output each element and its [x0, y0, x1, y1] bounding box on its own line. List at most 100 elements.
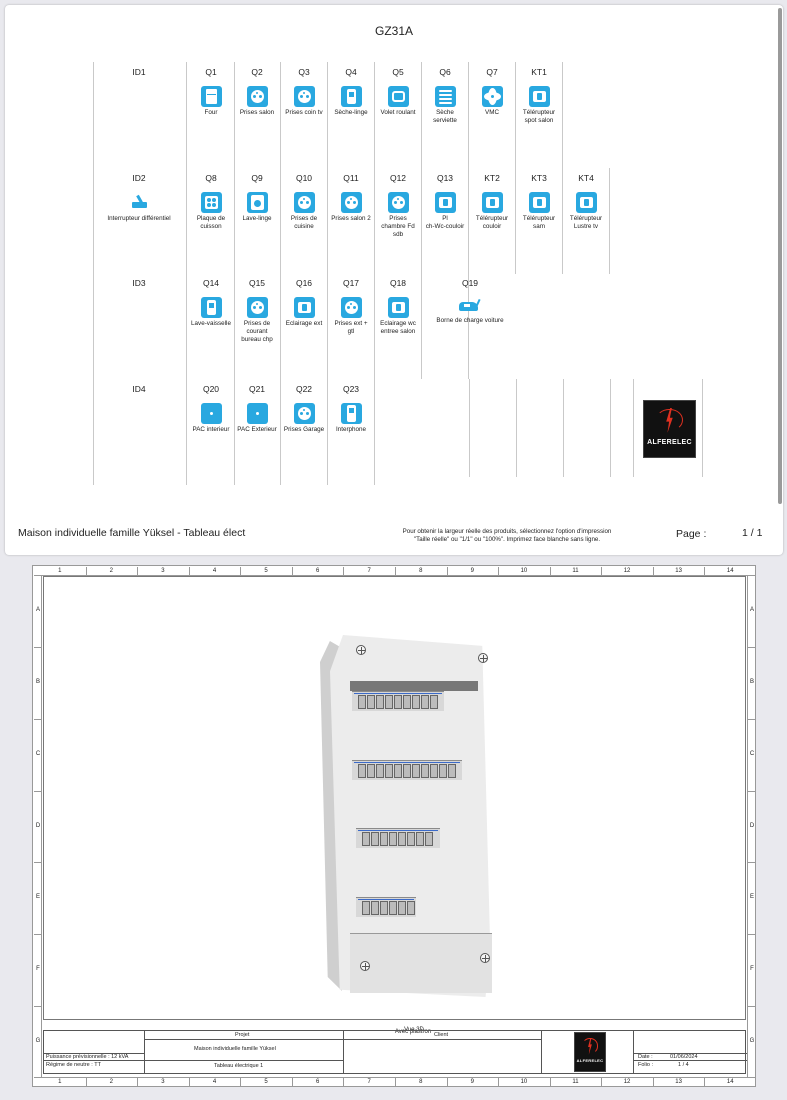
- breaker-module: [385, 695, 393, 709]
- circuit-code: Q16: [295, 278, 313, 288]
- circuit-label: Eclairage ext: [285, 320, 323, 327]
- grid-line: [327, 62, 328, 168]
- tb-projet-header: Projet: [235, 1032, 250, 1038]
- ruler-tick: [188, 567, 190, 576]
- breaker-module: [412, 764, 420, 778]
- column-number: 4: [212, 568, 217, 574]
- grid-line: [186, 273, 187, 379]
- circuit-code: Q15: [248, 278, 266, 288]
- tb-divider: [145, 1039, 542, 1040]
- grid-line: [186, 379, 187, 485]
- grid-line: [374, 379, 375, 485]
- circuit-code: Q11: [343, 173, 359, 183]
- row-letter: D: [35, 822, 41, 829]
- ruler-tick: [748, 1006, 756, 1008]
- ruler-tick: [291, 567, 293, 576]
- breaker-module: [430, 695, 438, 709]
- circuit-label: serviette: [433, 117, 457, 124]
- view-sublabel: Avec plastron: [394, 1029, 432, 1035]
- teleswitch-icon: [293, 297, 315, 318]
- circuit-code: Q4: [345, 67, 357, 77]
- column-number: 11: [572, 568, 579, 574]
- circuit-label: cuisson: [200, 223, 222, 230]
- circuit-label: Télérupteur: [569, 215, 603, 222]
- circuit-label: VMC: [485, 109, 499, 116]
- circuit-label: bureau chp: [241, 336, 273, 343]
- id-code: ID4: [132, 384, 146, 394]
- circuit-label: Télérupteur: [522, 215, 556, 222]
- tb-divider: [145, 1060, 344, 1061]
- scrollbar[interactable]: [778, 8, 782, 504]
- grid-line: [234, 273, 235, 379]
- ruler-tick: [85, 567, 87, 576]
- breaker-module: [421, 695, 429, 709]
- breaker-module: [394, 695, 402, 709]
- ruler-tick: [652, 1078, 654, 1087]
- grid-line: [610, 379, 611, 477]
- ruler-tick: [395, 1078, 396, 1087]
- grid-line: [633, 379, 634, 477]
- row-letter: C: [749, 750, 755, 757]
- grid-line: [515, 168, 516, 274]
- differential-id-1: ID1: [92, 67, 186, 77]
- ruler-tick: [748, 862, 756, 864]
- socket-outlet-icon: [293, 192, 315, 213]
- column-number: 14: [726, 1079, 734, 1085]
- ruler-tick: [748, 934, 756, 936]
- circuit-label: PAC interieur: [192, 426, 230, 433]
- socket-outlet-icon: [340, 192, 362, 213]
- circuit-label: Sèche: [436, 109, 454, 116]
- column-number: 6: [315, 568, 320, 574]
- socket-outlet-icon: [246, 297, 268, 318]
- circuit-code: Q14: [202, 278, 220, 288]
- row-letter: G: [35, 1038, 41, 1045]
- breaker-module: [389, 832, 397, 846]
- circuit-label: Borne de charge voiture: [436, 317, 504, 324]
- roller-shutter-icon: [387, 86, 409, 107]
- circuit-label: cuisine: [294, 223, 314, 230]
- panel-3d-view: [320, 635, 496, 1001]
- column-number: 3: [161, 1079, 165, 1085]
- circuit-code: Q21: [248, 384, 266, 394]
- breaker-module: [358, 764, 366, 778]
- grid-line: [609, 168, 610, 274]
- circuit-label: couloir: [482, 223, 502, 230]
- column-number: 14: [726, 568, 734, 574]
- column-number: 6: [315, 1079, 320, 1085]
- cooktop-icon: [200, 192, 222, 213]
- screw-icon: [356, 645, 366, 655]
- circuit-label: Prises coin tv: [285, 109, 323, 116]
- column-number: 1: [58, 568, 62, 574]
- tb-document: Tableau électrique 1: [214, 1063, 264, 1069]
- column-number: 8: [419, 568, 423, 574]
- page-label: Page :: [676, 528, 707, 540]
- grid-line: [93, 273, 94, 379]
- teleswitch-icon: [434, 192, 456, 213]
- ruler-tick: [704, 567, 706, 576]
- ruler-tick: [85, 1078, 87, 1087]
- oven-icon: [200, 86, 222, 107]
- circuit-label: entree salon: [380, 328, 416, 335]
- ruler-tick: [34, 934, 42, 936]
- circuit-label: Pl: [442, 215, 448, 222]
- row-letter: A: [749, 606, 754, 613]
- ruler-tick: [291, 1078, 293, 1087]
- circuit-label: Lustre tv: [573, 223, 599, 230]
- socket-outlet-icon: [293, 403, 315, 424]
- teleswitch-icon: [528, 192, 550, 213]
- circuit-code: Q10: [295, 173, 313, 183]
- grid-line: [563, 379, 564, 477]
- circuit-code: Q18: [389, 278, 407, 288]
- circuit-label: Prises de: [243, 320, 271, 327]
- circuit-label: Sèche-linge: [334, 109, 368, 116]
- breaker-module: [362, 832, 370, 846]
- ruler-tick: [395, 567, 396, 576]
